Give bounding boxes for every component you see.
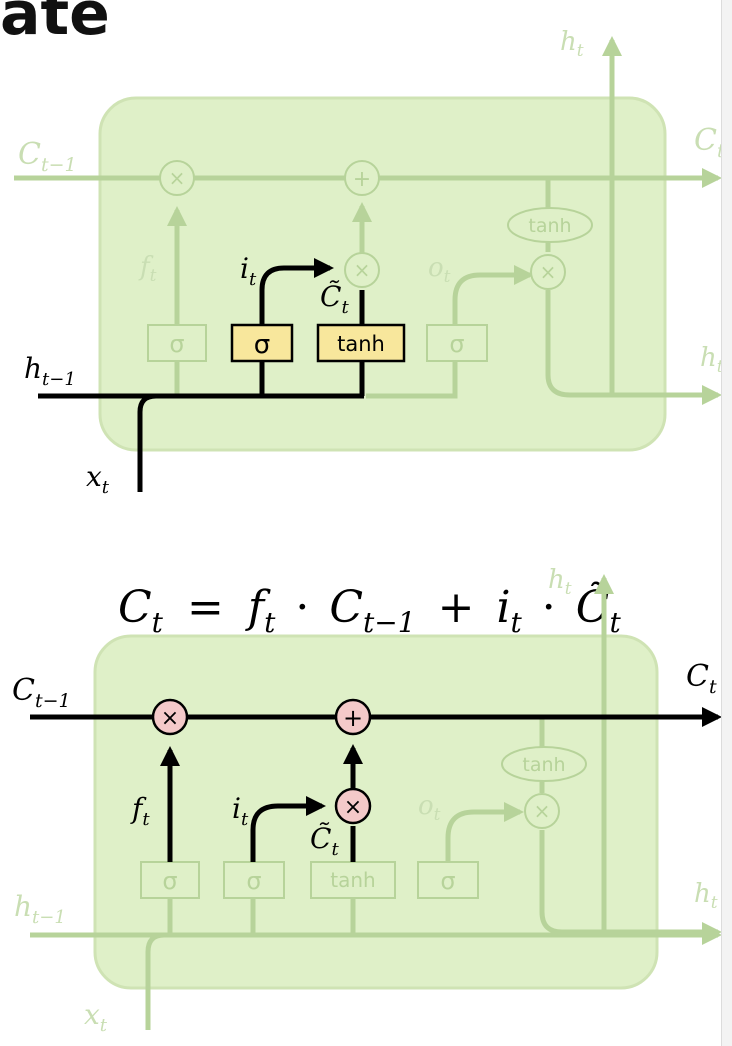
bottom-input-mult-symbol: × (344, 795, 362, 820)
bottom-candidate-gate-label: tanh (330, 868, 375, 892)
bottom-i-label: it (232, 792, 249, 830)
top-candidate-gate-label: tanh (337, 332, 385, 356)
top-i-label: it (240, 252, 257, 290)
bottom-input-gate-label: σ (246, 867, 261, 895)
bottom-forget-gate-label: σ (162, 867, 177, 895)
bottom-faded-paths (30, 574, 722, 1030)
top-output-mult-op (530, 254, 566, 290)
top-c-out-label: Ct (694, 123, 725, 162)
heading-fragment: ate (0, 0, 110, 49)
top-forget-mult-op (159, 160, 195, 196)
bottom-cell-box (93, 634, 659, 990)
bottom-highlight-ops: × + × (151, 698, 372, 825)
top-output-gate (426, 324, 488, 362)
top-c-prev-label: Ct−1 (18, 137, 77, 176)
bottom-h-out-top-label: ht (548, 565, 572, 599)
bottom-forget-mult-symbol: × (161, 706, 179, 731)
bottom-add-symbol: + (343, 704, 363, 732)
top-input-gate-label: σ (254, 330, 270, 360)
bottom-candidate-gate (310, 861, 396, 899)
bottom-output-mult-op (524, 793, 560, 829)
bottom-output-gate-label: σ (440, 867, 455, 895)
bottom-h-prev-label: ht−1 (14, 890, 66, 928)
top-faded-gates: σ σ (147, 324, 488, 362)
bottom-forget-gate (140, 861, 200, 899)
top-forget-gate (147, 324, 207, 362)
bottom-c-tilde-label: C̃t (310, 822, 339, 860)
bottom-input-mult-op (334, 787, 372, 825)
bottom-o-label: ot (418, 791, 441, 825)
bottom-c-out-label: Ct (686, 659, 717, 698)
bottom-x-in-label: xt (84, 998, 108, 1036)
top-highlight-paths (38, 258, 365, 492)
vertical-scrollbar[interactable] (721, 0, 732, 1046)
top-h-out-top-label: ht (560, 27, 584, 61)
top-o-label: ot (428, 253, 451, 287)
bottom-output-mult-symbol: × (534, 799, 551, 823)
top-input-gate (230, 323, 294, 363)
top-c-tilde-label: C̃t (320, 280, 349, 318)
bottom-h-out-right-label: ht (694, 879, 718, 913)
top-output-tanh-label: tanh (528, 215, 571, 237)
top-forget-gate-label: σ (169, 330, 184, 358)
top-h-prev-label: ht−1 (24, 352, 76, 390)
bottom-add-op (334, 698, 372, 736)
bottom-labels: Ct−1 Ct ft it C̃t ot ht ht ht−1 xt (12, 565, 718, 1036)
top-highlight-gates: σ tanh (230, 323, 406, 363)
top-output-tanh-op (507, 207, 593, 243)
top-x-in-label: xt (86, 460, 110, 498)
bottom-output-tanh-label: tanh (522, 754, 565, 776)
cell-state-update-equation: Ct = ft · Ct−1 + it · C̃t (118, 580, 621, 643)
bottom-c-prev-label: Ct−1 (12, 673, 71, 712)
bottom-lstm-cell-diagram: σ σ tanh σ tanh × × + × (12, 565, 722, 1036)
top-input-mult-op (344, 252, 380, 288)
bottom-output-tanh-op (501, 746, 587, 782)
top-add-op (344, 160, 380, 196)
top-h-out-right-label: ht (700, 343, 724, 377)
top-faded-ops: × + × × tanh (159, 160, 593, 290)
bottom-highlight-paths (30, 707, 722, 862)
top-forget-mult-symbol: × (169, 166, 186, 190)
top-input-mult-symbol: × (354, 258, 371, 282)
top-candidate-gate (316, 323, 406, 363)
top-add-symbol: + (353, 167, 371, 192)
bottom-forget-mult-op (151, 698, 189, 736)
bottom-output-gate (417, 861, 479, 899)
top-lstm-cell-diagram: × + × × tanh σ σ σ (14, 27, 725, 498)
top-output-gate-label: σ (449, 330, 464, 358)
top-output-mult-symbol: × (540, 260, 557, 284)
